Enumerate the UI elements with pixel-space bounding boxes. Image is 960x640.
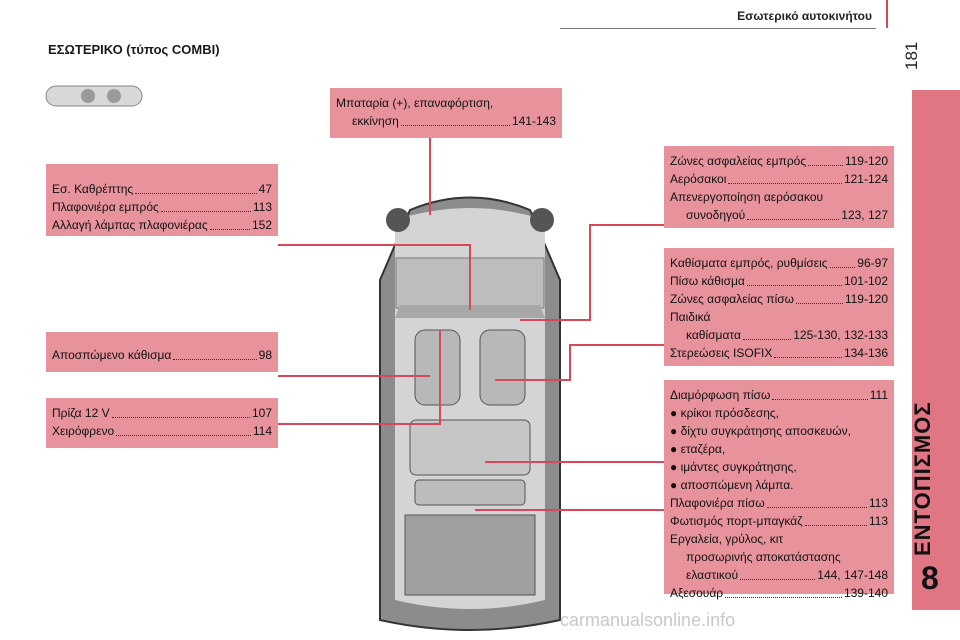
leader-lines <box>278 138 664 511</box>
bullet-lamp: ● αποσπώμενη λάμπα. <box>670 478 794 492</box>
chapter-sidebar <box>912 90 960 610</box>
mirror-icon <box>45 85 143 107</box>
airbag-deactivation-line: Απενεργοποίηση αερόσακου <box>670 190 824 204</box>
child-line: Παιδικά <box>670 310 711 324</box>
bullet-net: ● δίχτυ συγκράτησης αποσκευών, <box>670 424 851 438</box>
header-accent <box>886 0 888 28</box>
repair-line: προσωρινής αποκατάστασης <box>686 550 841 564</box>
bullet-straps: ● ιμάντες συγκράτησης, <box>670 460 797 474</box>
bullet-hooks: ● κρίκοι πρόσδεσης, <box>670 406 780 420</box>
page-title: ΕΣΩΤΕΡΙΚΟ (τύπος COMBI) <box>48 42 220 57</box>
header-rule <box>560 0 876 29</box>
chapter-number: 8 <box>921 560 939 596</box>
section-header: Εσωτερικό αυτοκινήτου <box>737 9 872 23</box>
car-body <box>379 196 561 631</box>
bullet-shelf: ● εταζέρα, <box>670 442 726 456</box>
tools-line: Εργαλεία, γρύλος, κιτ <box>670 532 784 546</box>
battery-line-1: Μπαταρία (+), επαναφόρτιση, <box>336 96 494 110</box>
watermark: carmanualsonline.info <box>560 610 736 630</box>
